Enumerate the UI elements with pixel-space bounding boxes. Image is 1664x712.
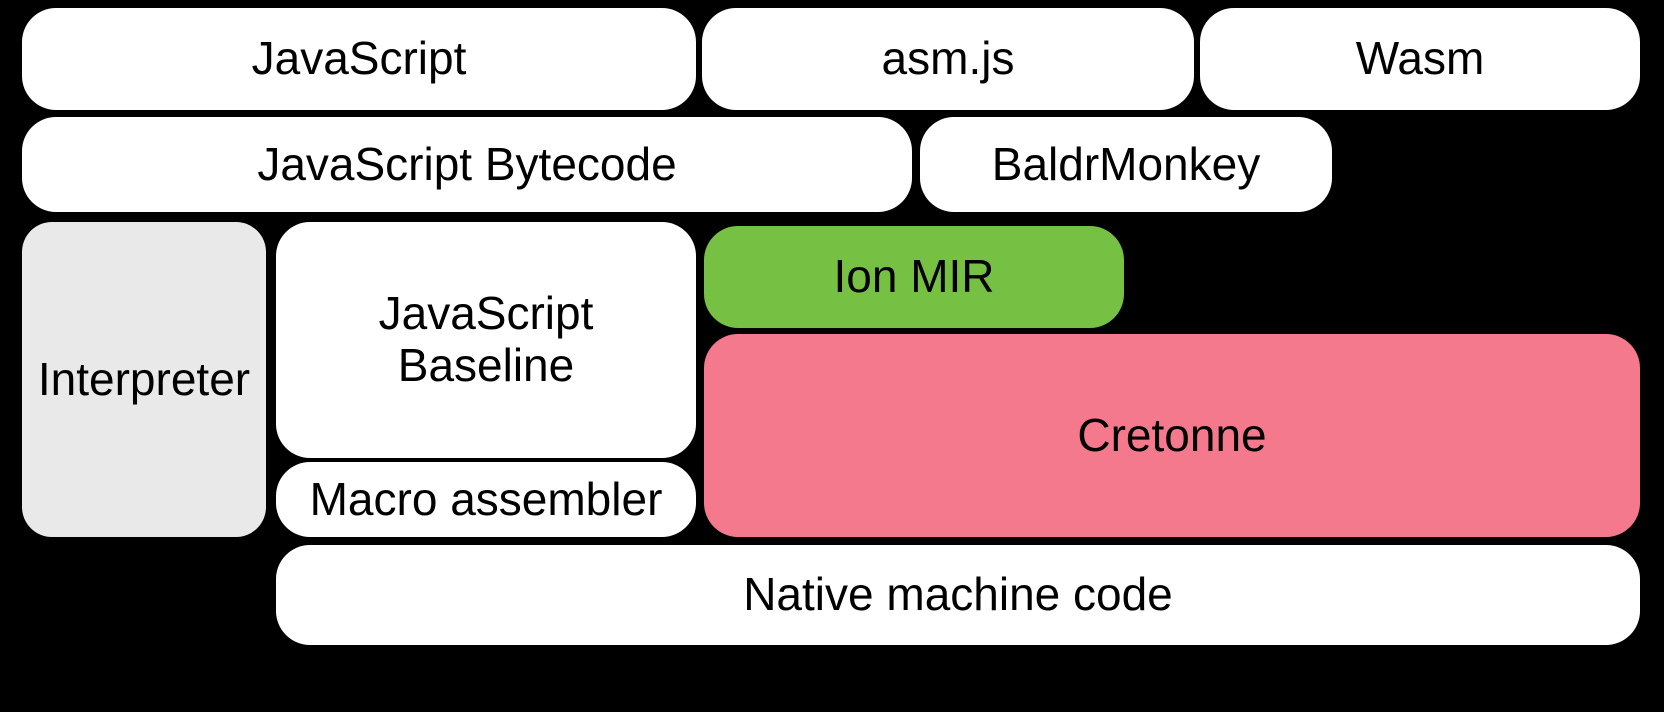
node-javascript[interactable]: JavaScript: [22, 8, 696, 110]
node-wasm[interactable]: Wasm: [1200, 8, 1640, 110]
node-macro-assembler[interactable]: Macro assembler: [276, 462, 696, 537]
node-javascript-bytecode[interactable]: JavaScript Bytecode: [22, 117, 912, 212]
node-baldrmonkey[interactable]: BaldrMonkey: [920, 117, 1332, 212]
node-cretonne[interactable]: Cretonne: [704, 334, 1640, 537]
node-native-machine-code[interactable]: Native machine code: [276, 545, 1640, 645]
node-asmjs[interactable]: asm.js: [702, 8, 1194, 110]
node-javascript-baseline[interactable]: JavaScript Baseline: [276, 222, 696, 458]
node-interpreter[interactable]: Interpreter: [22, 222, 266, 537]
node-ion-mir[interactable]: Ion MIR: [704, 226, 1124, 328]
